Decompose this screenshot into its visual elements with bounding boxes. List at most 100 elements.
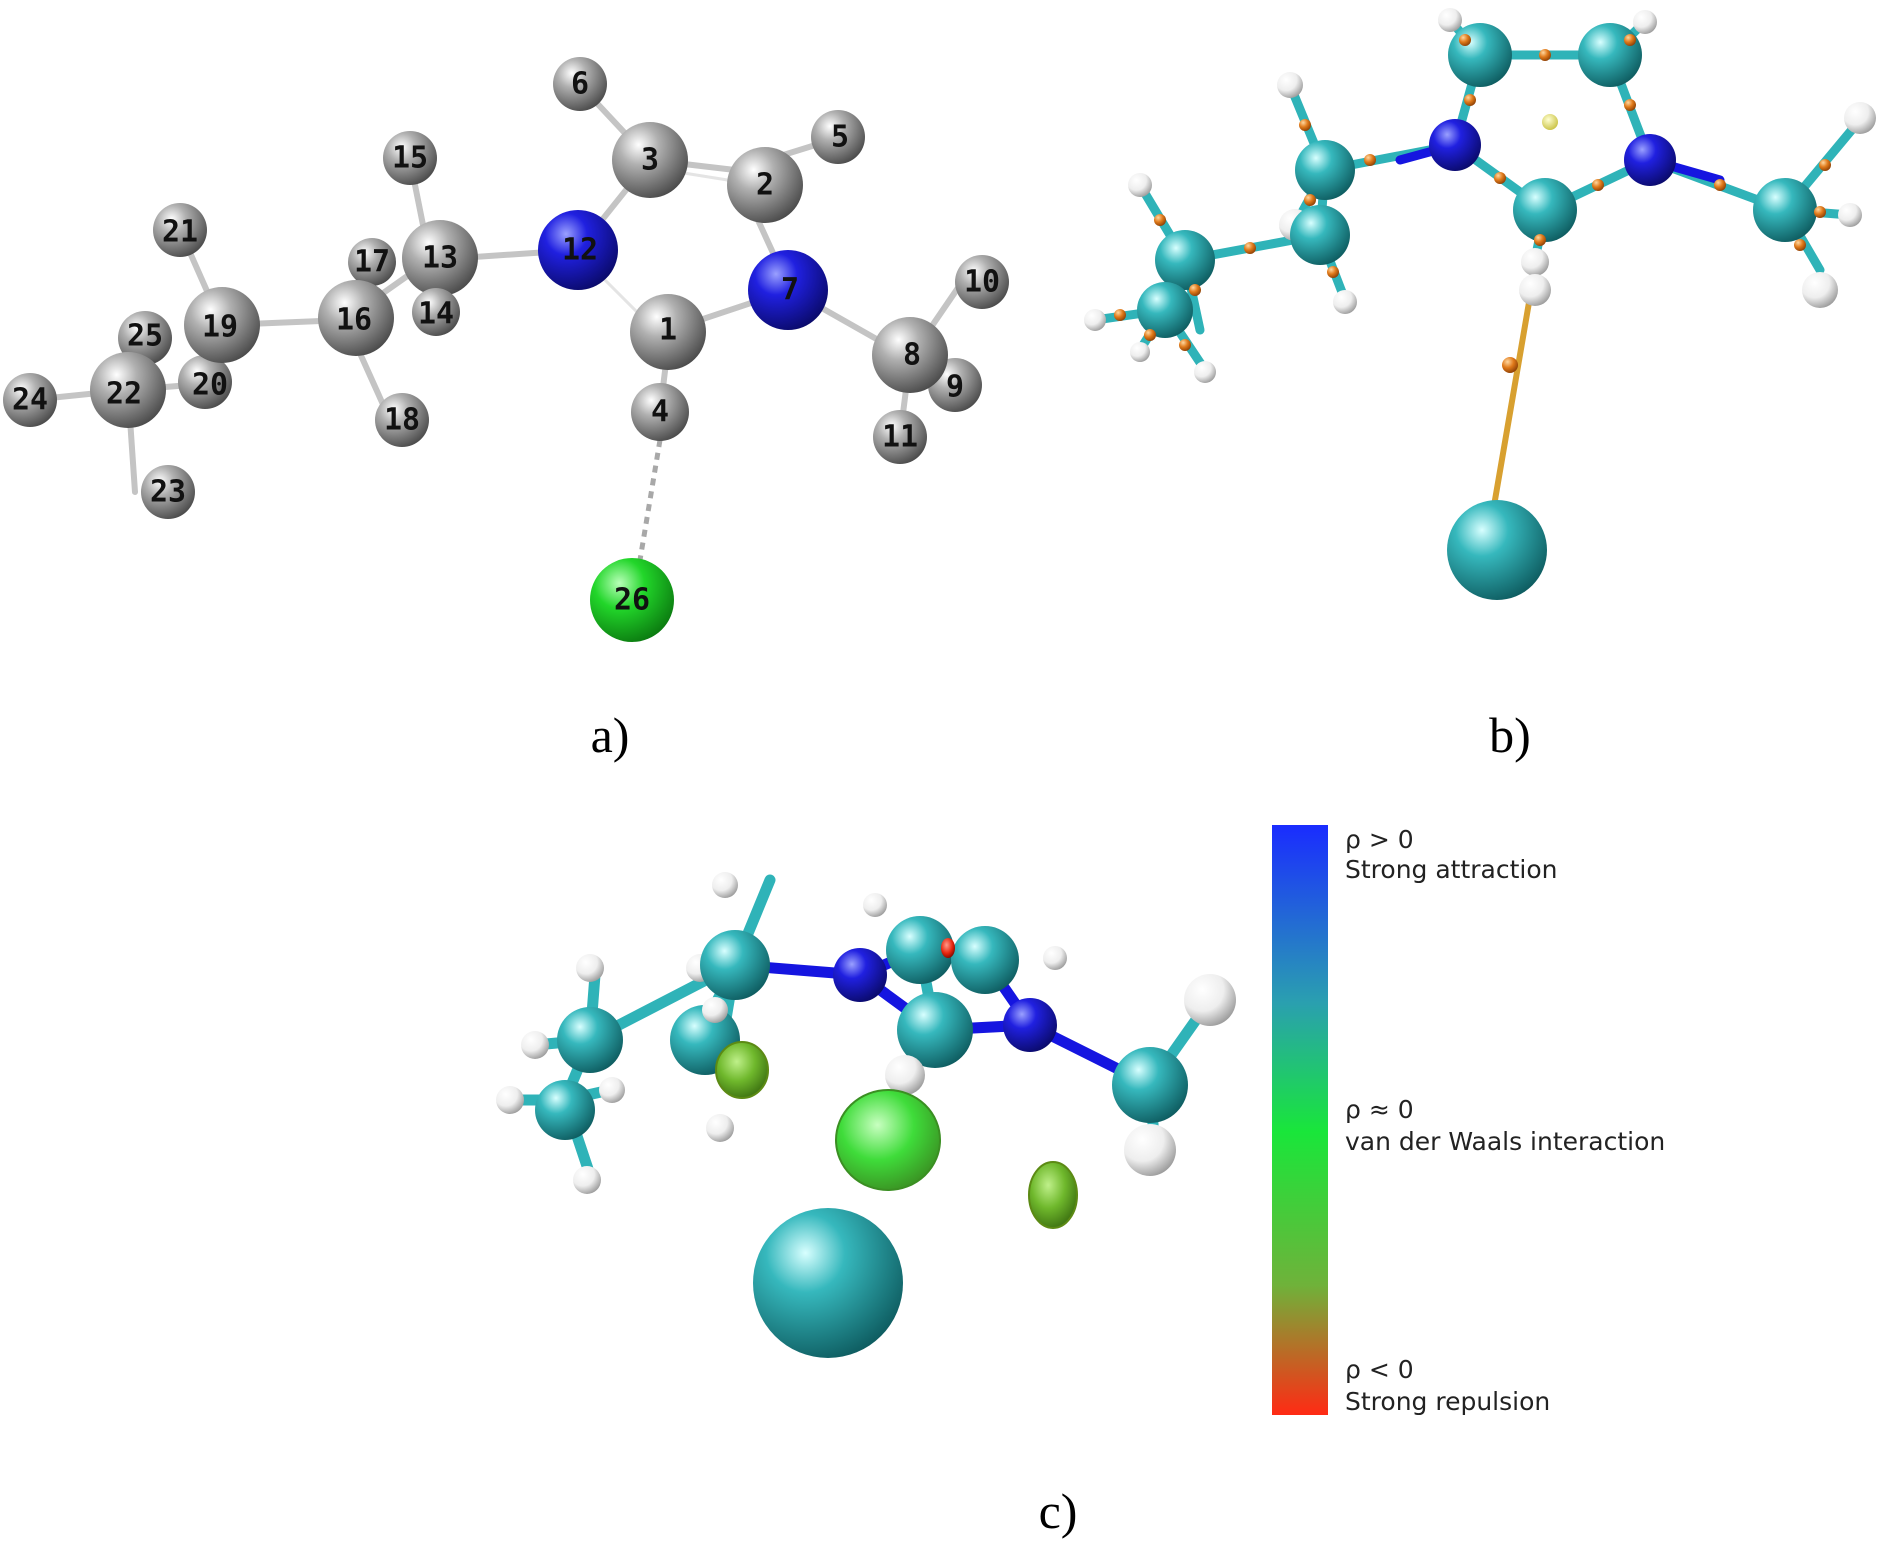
atom-a-3 <box>612 122 688 198</box>
bond-critical-point <box>1244 242 1256 254</box>
bond-critical-point <box>1179 339 1191 351</box>
atom-a-24 <box>3 373 57 427</box>
panel-b: b) <box>1084 8 1876 763</box>
carbon-atom <box>1753 178 1817 242</box>
carbon-atom <box>1155 230 1215 290</box>
carbon-atom <box>1112 1047 1188 1123</box>
atom-label: 24 <box>12 383 48 418</box>
bond-critical-point <box>1534 234 1546 246</box>
panel-c-label: c) <box>1039 1483 1078 1539</box>
hydrogen-atom <box>1519 274 1551 306</box>
atom-a-10 <box>955 255 1009 309</box>
legend-symbol-positive: ρ > 0 <box>1345 825 1414 854</box>
carbon-atom <box>1448 23 1512 87</box>
atom-a-19 <box>184 287 260 363</box>
bond-critical-point <box>1624 34 1636 46</box>
panel-a-label: a) <box>591 707 630 763</box>
carbon-atom <box>897 992 973 1068</box>
atom-a-8 <box>872 317 948 393</box>
atom-a-21 <box>153 203 207 257</box>
atom-label: 22 <box>106 377 142 412</box>
atom-a-25 <box>118 311 172 365</box>
bond-critical-point <box>1592 179 1604 191</box>
legend-label-vdw: van der Waals interaction <box>1345 1127 1665 1156</box>
carbon-atom <box>1137 282 1193 338</box>
bond-critical-point <box>1304 194 1316 206</box>
panel-a: 24 23 21 25 20 22 19 15 18 17 16 13 14 6… <box>3 57 1009 763</box>
atom-a-22 <box>90 352 166 428</box>
hydrogen-atom <box>1184 974 1236 1026</box>
atom-label: 5 <box>831 120 849 155</box>
carbon-atom <box>1578 23 1642 87</box>
hydrogen-atom <box>1084 309 1106 331</box>
atom-a-11 <box>873 410 927 464</box>
atom-label: 11 <box>882 420 918 455</box>
atom-label: 12 <box>562 233 598 268</box>
atom-label: 9 <box>946 370 964 405</box>
hydrogen-atom <box>1333 290 1357 314</box>
hydrogen-atom <box>1194 361 1216 383</box>
atom-a-12 <box>538 210 618 290</box>
panel-b-critical-points <box>1114 34 1831 373</box>
nitrogen-atom <box>1429 119 1481 171</box>
nitrogen-atom <box>833 948 887 1002</box>
hydrogen-atom <box>863 893 887 917</box>
hydrogen-atom <box>1438 8 1462 32</box>
panel-a-atom-labels: 24 23 21 25 20 22 19 15 18 17 16 13 14 6… <box>12 67 1000 618</box>
vdw-isosurface <box>715 1041 769 1099</box>
atom-label: 19 <box>202 310 238 345</box>
vdw-isosurface <box>1028 1161 1078 1229</box>
carbon-atom <box>1513 178 1577 242</box>
hydrogen-atom <box>1521 248 1549 276</box>
bond-critical-point <box>1539 49 1551 61</box>
atom-a-14 <box>412 288 460 336</box>
atom-a-6 <box>553 57 607 111</box>
bond-critical-point <box>1144 329 1156 341</box>
hydrogen-atom <box>1130 342 1150 362</box>
atom-label: 13 <box>422 241 458 276</box>
atom-label: 23 <box>150 475 186 510</box>
atom-label: 26 <box>614 583 650 618</box>
atom-a-23 <box>141 465 195 519</box>
atom-a-7 <box>748 250 828 330</box>
nitrogen-atom <box>1624 134 1676 186</box>
hydrogen-atom <box>1043 946 1067 970</box>
hydrogen-atom <box>599 1077 625 1103</box>
atom-label: 10 <box>964 265 1000 300</box>
carbon-atom <box>886 916 954 984</box>
carbon-atom <box>700 930 770 1000</box>
bond-critical-point <box>1814 206 1826 218</box>
panel-b-hydrogen-bond <box>1492 282 1535 503</box>
hydrogen-atom <box>1277 72 1303 98</box>
panel-b-label: b) <box>1489 707 1531 763</box>
carbon-atom <box>1290 205 1350 265</box>
atom-label: 25 <box>127 319 163 354</box>
nci-color-legend: ρ > 0 Strong attraction ρ ≈ 0 van der Wa… <box>1272 825 1665 1416</box>
carbon-atom <box>557 1007 623 1073</box>
hydrogen-atom <box>885 1055 925 1095</box>
hydrogen-atom <box>706 1114 734 1142</box>
steric-repulsion-isosurface <box>941 938 955 958</box>
hydrogen-atom <box>496 1086 524 1114</box>
atom-label: 14 <box>418 297 454 332</box>
hydrogen-atom <box>1802 272 1838 308</box>
panel-c-nci-isosurfaces <box>715 1041 1078 1229</box>
hydrogen-atom <box>702 997 728 1023</box>
bond-critical-point <box>1794 239 1806 251</box>
hydrogen-atom <box>576 954 604 982</box>
nitrogen-atom <box>1003 998 1057 1052</box>
atom-label: 4 <box>651 395 669 430</box>
atom-a-1 <box>630 294 706 370</box>
carbon-atom <box>1295 140 1355 200</box>
hydrogen-atom <box>573 1166 601 1194</box>
atom-label: 15 <box>392 141 428 176</box>
bond-critical-point <box>1464 94 1476 106</box>
bond-critical-point <box>1114 309 1126 321</box>
bond-critical-point <box>1494 172 1506 184</box>
bond-critical-point <box>1327 266 1339 278</box>
atom-label: 2 <box>756 168 774 203</box>
legend-symbol-negative: ρ < 0 <box>1345 1355 1414 1384</box>
hydrogen-atom <box>1124 1124 1176 1176</box>
bond-critical-point <box>1299 119 1311 131</box>
